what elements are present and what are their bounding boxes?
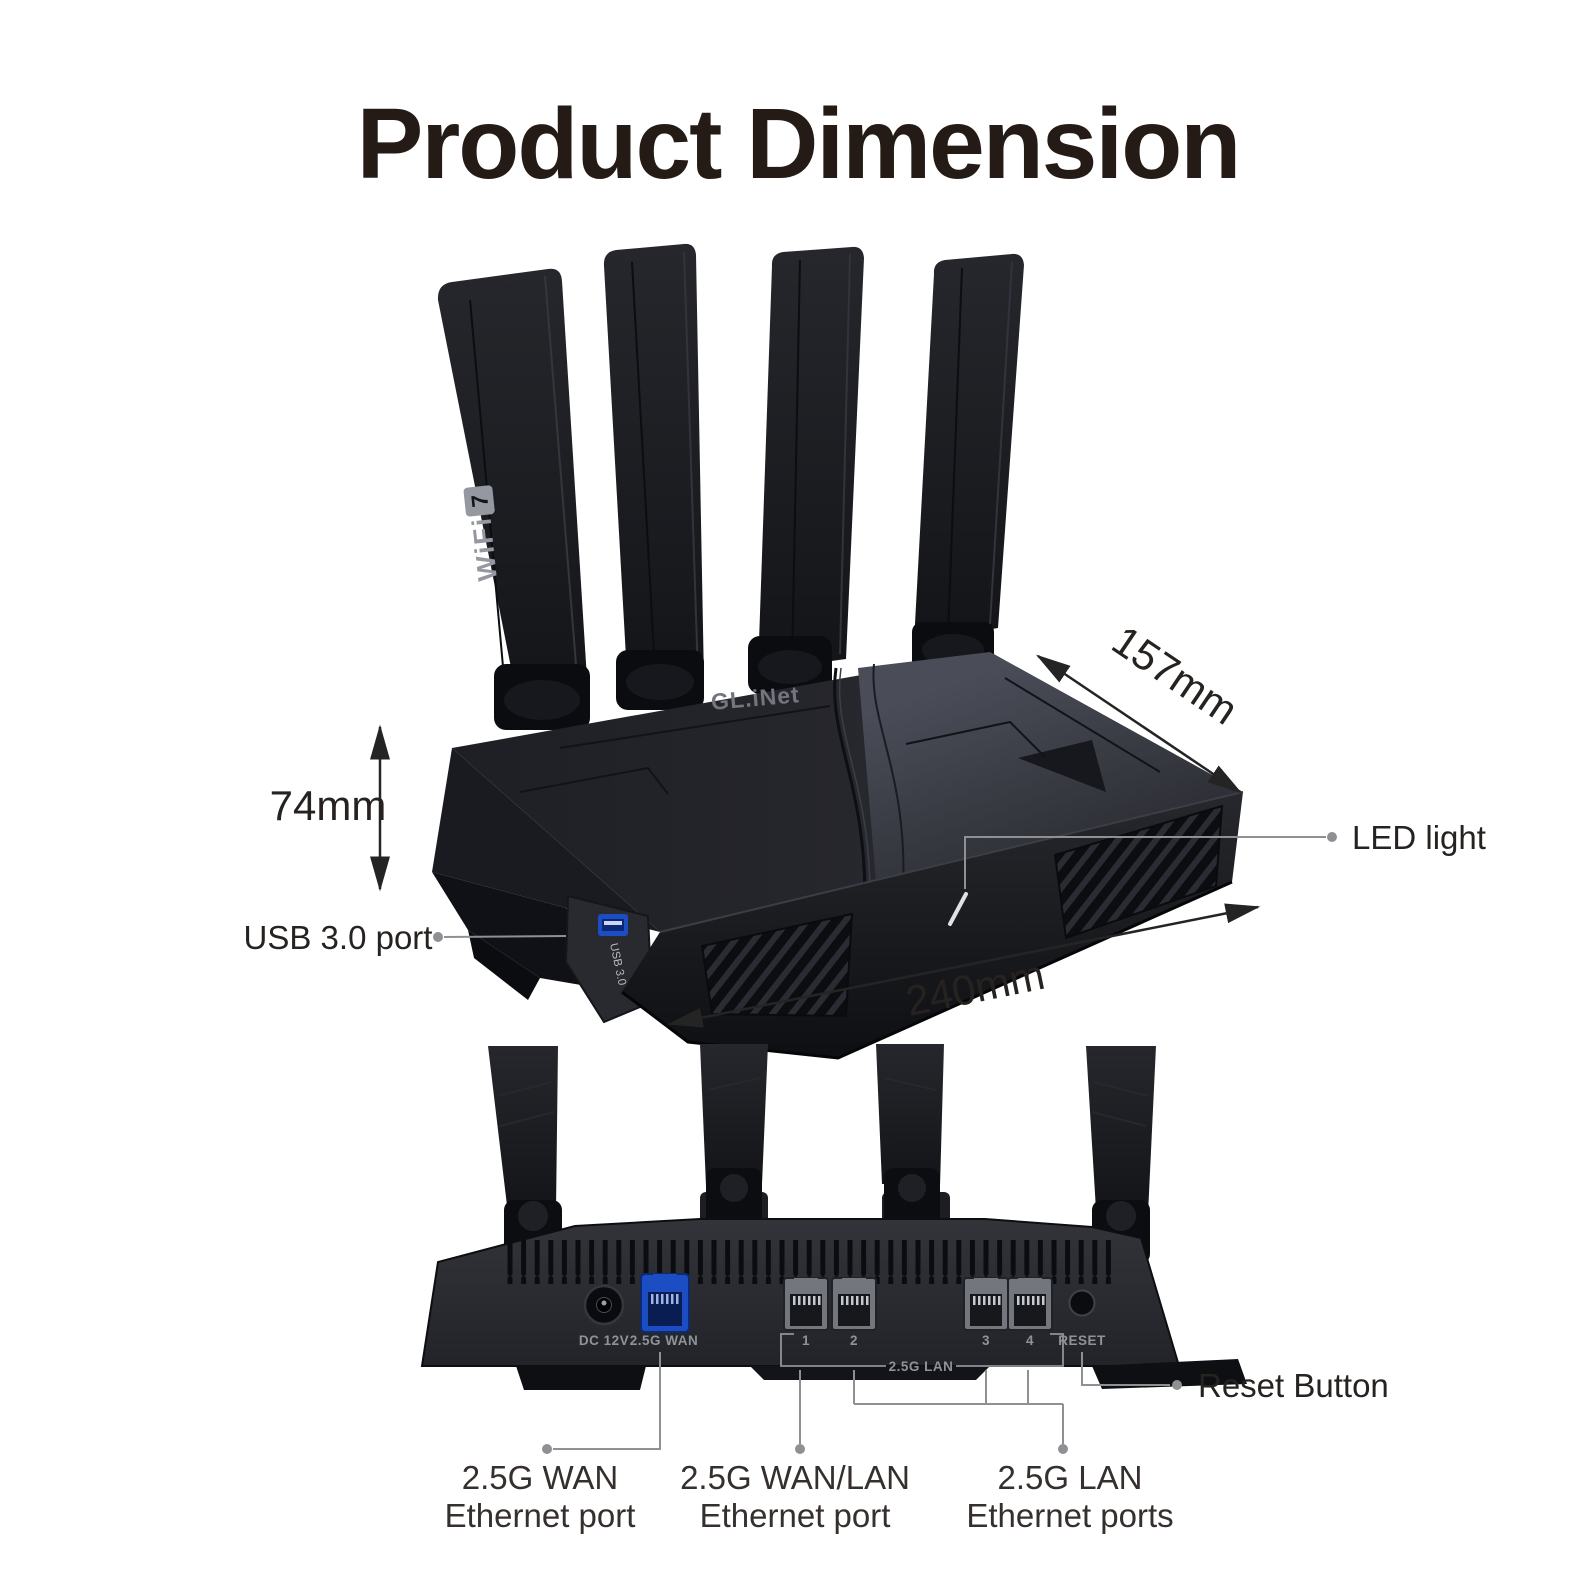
- rear-antenna-2: [700, 1044, 768, 1244]
- antenna-2: [603, 243, 704, 693]
- ethernet-port-2: [831, 1277, 877, 1331]
- rear-ports: [583, 1273, 1096, 1333]
- lan-callout: 2.5G LAN Ethernet ports: [966, 1459, 1173, 1534]
- reset-button: [1068, 1289, 1096, 1317]
- router-body-left: USB 3.0: [432, 748, 660, 1024]
- leader-dots: [542, 1380, 1182, 1454]
- usb-callout-label: USB 3.0 port: [244, 919, 433, 956]
- label-wan: 2.5G WAN: [630, 1333, 699, 1348]
- ethernet-port-1: [783, 1277, 829, 1331]
- lan-ports: [783, 1277, 1053, 1331]
- ethernet-port-3: [963, 1277, 1009, 1331]
- page-title: Product Dimension: [357, 88, 1240, 200]
- label-port1: 1: [802, 1333, 810, 1348]
- rear-port-labels: DC 12V 2.5G WAN 1 2 3 4 RESET 2.5G LAN: [579, 1333, 1106, 1374]
- label-port4: 4: [1026, 1333, 1034, 1348]
- router-3d-view: WiFi 7: [244, 243, 1486, 1060]
- svg-text:Ethernet port: Ethernet port: [700, 1497, 891, 1534]
- bottom-callout-labels: 2.5G WAN Ethernet port 2.5G WAN/LAN Ethe…: [445, 1459, 1174, 1534]
- dimension-arrow-depth: [1035, 654, 1243, 794]
- vent-slots: [500, 1240, 1112, 1284]
- label-port3: 3: [982, 1333, 990, 1348]
- wan-port: [640, 1273, 690, 1333]
- wan-callout: 2.5G WAN Ethernet port: [445, 1459, 636, 1534]
- svg-text:2.5G LAN: 2.5G LAN: [998, 1459, 1143, 1496]
- rear-leader-lines: [553, 1352, 1170, 1450]
- ethernet-port-4: [1007, 1277, 1053, 1331]
- label-dc: DC 12V: [579, 1333, 629, 1348]
- label-port2: 2: [850, 1333, 858, 1348]
- dc-power-port: [583, 1284, 625, 1326]
- led-callout-label: LED light: [1352, 819, 1486, 856]
- label-lan-group: 2.5G LAN: [889, 1359, 954, 1374]
- usb-callout: USB 3.0 port: [244, 919, 567, 956]
- label-reset: RESET: [1058, 1333, 1106, 1348]
- wanlan-callout: 2.5G WAN/LAN Ethernet port: [680, 1459, 910, 1534]
- antenna-4: [914, 253, 1024, 642]
- dimension-arrow-width: [667, 903, 1261, 1028]
- svg-text:Ethernet port: Ethernet port: [445, 1497, 636, 1534]
- rear-antennas: [488, 1044, 1156, 1264]
- antenna-3: [758, 246, 864, 671]
- antenna-1: WiFi 7: [437, 268, 588, 713]
- svg-text:WiFi: WiFi: [466, 515, 503, 583]
- led-callout: LED light: [964, 819, 1486, 889]
- router-rear-view: DC 12V 2.5G WAN 1 2 3 4 RESET 2.5G LAN: [420, 1044, 1389, 1454]
- dimension-height-label: 74mm: [270, 782, 387, 829]
- usb-port: [598, 914, 628, 936]
- wifi7-logo: WiFi 7: [463, 485, 503, 583]
- rear-antenna-3: [876, 1044, 944, 1244]
- svg-text:2.5G WAN/LAN: 2.5G WAN/LAN: [680, 1459, 910, 1496]
- reset-callout-label: Reset Button: [1198, 1367, 1389, 1404]
- svg-text:Ethernet ports: Ethernet ports: [966, 1497, 1173, 1534]
- svg-text:7: 7: [466, 493, 493, 508]
- svg-text:2.5G WAN: 2.5G WAN: [462, 1459, 618, 1496]
- lan-group-bracket: [780, 1333, 1064, 1367]
